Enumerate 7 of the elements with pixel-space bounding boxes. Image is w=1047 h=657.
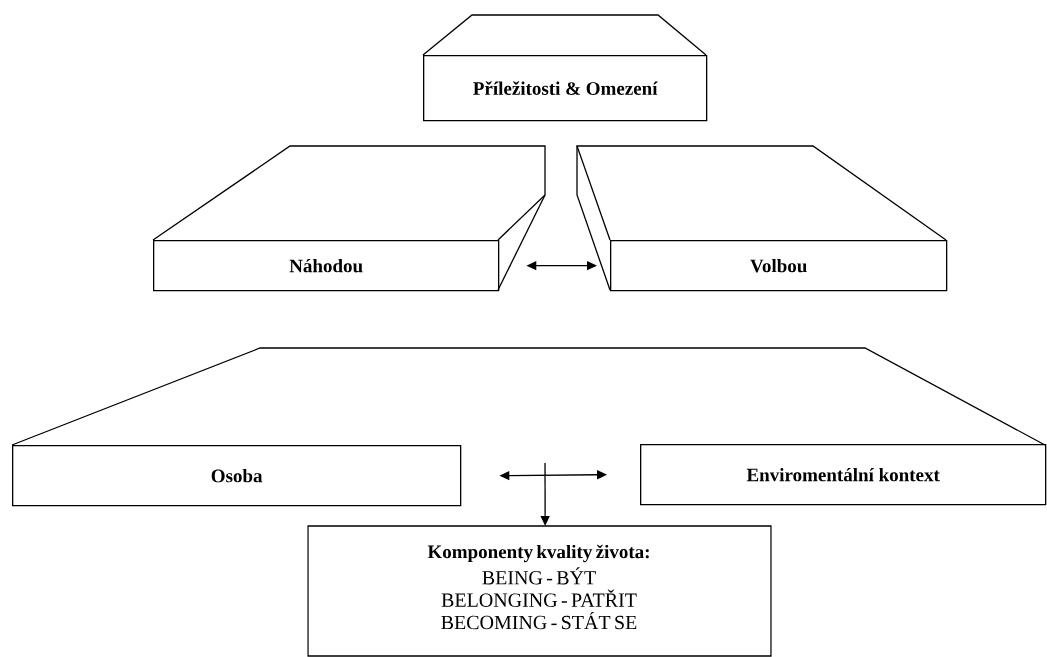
block-drawing: Volbou [576, 145, 948, 292]
block-drawing: Náhodou [152, 145, 546, 292]
text-box: Komponenty kvality života: BEING - BÝT BELONGING - PATŘIT BECOMING - STÁT SE [307, 525, 772, 657]
text-box: Enviromentální kontext [640, 444, 1047, 506]
arrow [540, 462, 550, 526]
block-drawing: Příležitosti & Omezení [422, 14, 708, 122]
text-box: Osoba [12, 445, 462, 507]
